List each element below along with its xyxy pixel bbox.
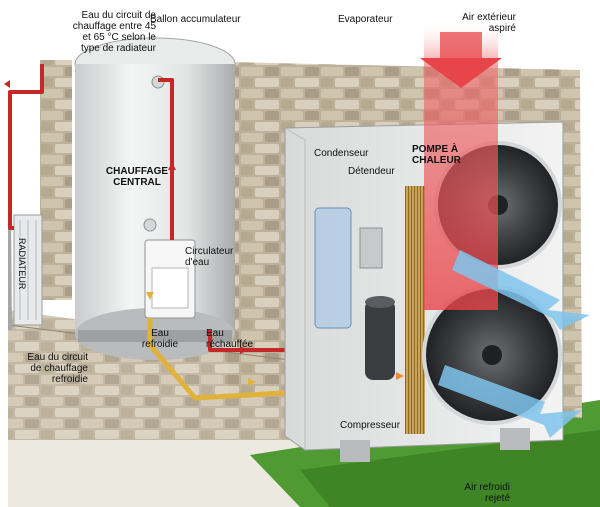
label-radiator: RADIATEUR — [17, 238, 27, 290]
storage-tank — [74, 37, 236, 360]
label-circuit-hot: Eau du circuit de chauffage entre 45 et … — [72, 10, 156, 54]
label-air-out: Air refroidi rejeté — [464, 482, 510, 504]
radiator — [8, 95, 43, 330]
label-warm-water: Eau réchauffée — [206, 328, 254, 350]
hot-pipes — [8, 64, 300, 352]
label-tank: Ballon accumulateur — [150, 14, 241, 25]
label-circulator: Circulateur d'eau — [185, 246, 234, 268]
label-air-in: Air extérieur aspiré — [462, 12, 516, 34]
label-compressor: Compresseur — [340, 420, 401, 431]
flow-arrows — [4, 80, 404, 386]
air-exhaust-arrows — [438, 250, 590, 438]
label-central-heating: CHAUFFAGE CENTRAL — [105, 166, 169, 188]
label-evaporator: Evaporateur — [338, 14, 393, 25]
label-heat-pump: POMPE À CHALEUR — [412, 144, 461, 166]
label-circuit-cold: Eau du circuit de chauffage refroidie — [27, 352, 88, 385]
label-condenser: Condenseur — [314, 148, 369, 159]
label-cold-water: Eau refroidie — [141, 328, 179, 350]
label-expansion: Détendeur — [348, 166, 395, 177]
